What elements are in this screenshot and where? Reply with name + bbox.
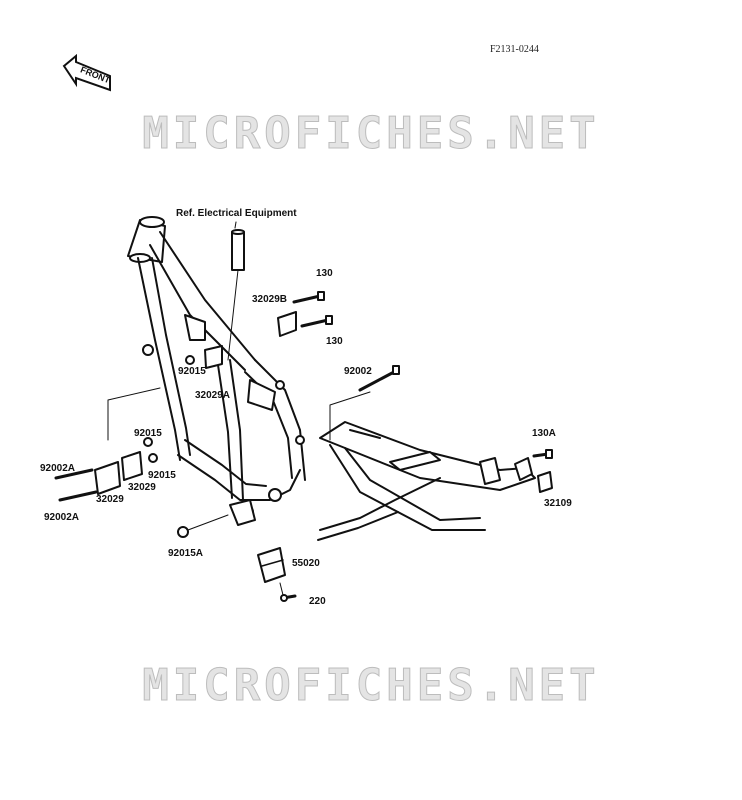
part-label-92002: 92002 — [344, 366, 372, 377]
reference-note: Ref. Electrical Equipment — [176, 208, 297, 219]
watermark-top: MICROFICHES.NET — [142, 108, 600, 160]
part-label-55020: 55020 — [292, 558, 320, 569]
skid-guard — [257, 547, 286, 583]
part-label-92015-mid: 92015 — [178, 366, 206, 377]
part-label-92002a-lower: 92002A — [44, 512, 80, 523]
part-label-32029b: 32029B — [252, 294, 288, 305]
part-label-92002a-upper: 92002A — [40, 463, 76, 474]
watermark-bottom: MICROFICHES.NET — [142, 660, 600, 712]
part-label-130-lower: 130 — [326, 336, 343, 347]
cradle-lower — [177, 454, 301, 501]
down-tube — [137, 257, 181, 461]
diagram-code: F2131-0244 — [490, 44, 539, 55]
part-label-130-upper: 130 — [316, 268, 333, 279]
part-label-130a: 130A — [532, 428, 556, 439]
part-label-92015-a: 92015 — [134, 428, 162, 439]
part-label-92015-b: 92015 — [148, 470, 176, 481]
part-label-32029a: 32029A — [195, 390, 231, 401]
part-label-32029-left: 32029 — [96, 494, 124, 505]
part-label-92015a: 92015A — [168, 548, 204, 559]
part-label-32029-right: 32029 — [128, 482, 156, 493]
part-label-220: 220 — [309, 596, 326, 607]
top-tube — [159, 231, 256, 361]
rear-downtube — [254, 359, 306, 481]
part-label-32109: 32109 — [544, 498, 572, 509]
front-arrow-icon: FRONT — [62, 54, 112, 92]
